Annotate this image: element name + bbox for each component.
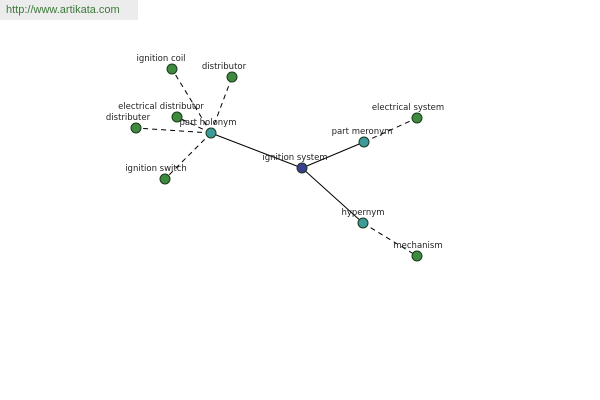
node-label-ignition-switch[interactable]: ignition switch bbox=[125, 164, 187, 174]
node-label-distributor[interactable]: distributor bbox=[202, 62, 247, 72]
node-part-meronym[interactable] bbox=[358, 136, 370, 148]
node-label-ignition-system[interactable]: ignition system bbox=[262, 153, 327, 163]
edge-ignition-system-to-part-meronym bbox=[301, 141, 365, 169]
node-label-part-holonym[interactable]: part holonym bbox=[180, 118, 237, 128]
edge-part-holonym-to-distributer bbox=[135, 127, 212, 134]
nodes-layer bbox=[130, 63, 423, 262]
node-label-hypernym[interactable]: hypernym bbox=[341, 208, 384, 218]
node-label-ignition-coil[interactable]: ignition coil bbox=[136, 54, 185, 64]
node-label-electrical-system[interactable]: electrical system bbox=[372, 103, 444, 113]
node-electrical-system[interactable] bbox=[411, 112, 423, 124]
labels-layer: ignition system part holonym part meronym h… bbox=[106, 54, 444, 251]
node-label-electrical-distributor[interactable]: electrical distributor bbox=[118, 102, 204, 112]
node-hypernym[interactable] bbox=[357, 217, 369, 229]
node-distributer[interactable] bbox=[130, 122, 142, 134]
edge-ignition-system-to-part-holonym bbox=[210, 132, 303, 169]
edge-part-holonym-to-distributor bbox=[210, 76, 233, 134]
edge-part-holonym-to-ignition-coil bbox=[171, 68, 212, 134]
edge-hypernym-to-mechanism bbox=[362, 222, 418, 257]
node-part-holonym[interactable] bbox=[205, 127, 217, 139]
node-label-part-meronym[interactable]: part meronym bbox=[332, 127, 393, 137]
site-url[interactable]: http://www.artikata.com bbox=[0, 0, 138, 20]
edge-part-holonym-to-electrical-distributor bbox=[176, 116, 212, 134]
node-ignition-coil[interactable] bbox=[166, 63, 178, 75]
node-label-mechanism[interactable]: mechanism bbox=[393, 241, 442, 251]
node-ignition-switch[interactable] bbox=[159, 173, 171, 185]
node-electrical-distributor[interactable] bbox=[171, 111, 183, 123]
edges-layer bbox=[135, 68, 418, 257]
edge-part-holonym-to-ignition-switch bbox=[164, 132, 212, 180]
node-mechanism[interactable] bbox=[411, 250, 423, 262]
node-label-distributer[interactable]: distributer bbox=[106, 113, 151, 123]
node-ignition-system[interactable] bbox=[296, 162, 308, 174]
edge-ignition-system-to-hypernym bbox=[301, 167, 364, 224]
edge-part-meronym-to-electrical-system bbox=[363, 117, 418, 143]
node-distributor[interactable] bbox=[226, 71, 238, 83]
